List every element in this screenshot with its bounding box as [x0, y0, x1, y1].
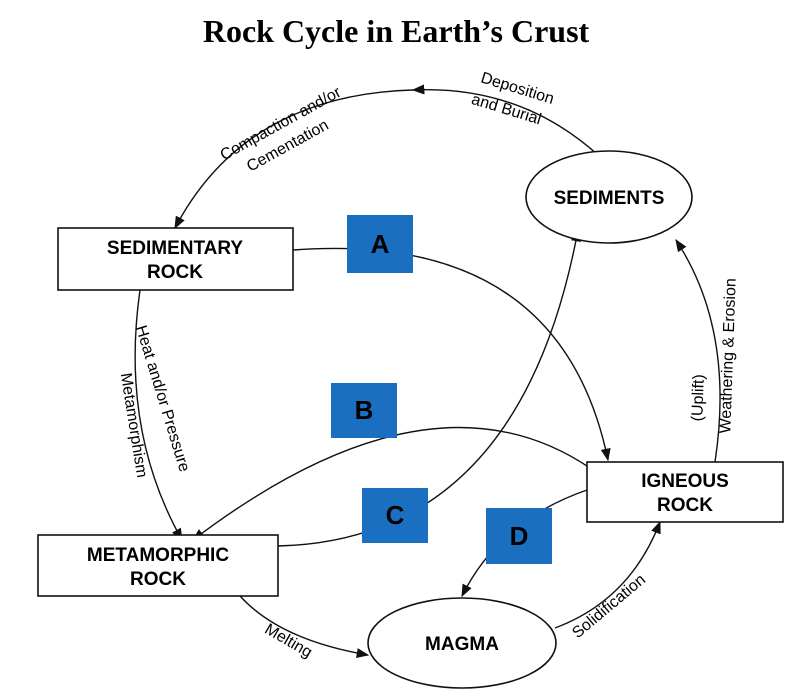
- compaction-arrow: [174, 89, 414, 230]
- igneous-rock-line2: ROCK: [657, 495, 713, 516]
- weathering-label-line1: Weathering & Erosion: [717, 278, 739, 434]
- weathering-label: Weathering & Erosion (Uplift): [689, 278, 740, 434]
- diagram-title: Rock Cycle in Earth’s Crust: [203, 13, 590, 49]
- metamorphic-rock-line2: ROCK: [130, 569, 186, 590]
- igneous-to-metamorphic-arrow: [191, 426, 591, 541]
- weathering-label-line2: (Uplift): [689, 374, 708, 422]
- marker-b-label: B: [355, 395, 374, 425]
- sedimentary-rock-node: SEDIMENTARY ROCK: [57, 227, 294, 291]
- marker-c-label: C: [386, 500, 405, 530]
- marker-a: A: [347, 215, 413, 273]
- sediments-node: SEDIMENTS: [525, 150, 693, 244]
- sedimentary-rock-line2: ROCK: [147, 262, 203, 283]
- marker-b: B: [331, 383, 397, 438]
- igneous-rock-line1: IGNEOUS: [641, 471, 729, 492]
- heat-pressure-label: Heat and/or Pressure Metamorphism: [117, 323, 193, 478]
- melting-arrow: [239, 595, 370, 659]
- metamorphic-rock-node: METAMORPHIC ROCK: [37, 534, 279, 597]
- heat-pressure-label-line2: Metamorphism: [117, 372, 150, 479]
- deposition-arrow: [411, 84, 599, 156]
- sedimentary-rock-line1: SEDIMENTARY: [107, 238, 244, 259]
- melting-label: Melting: [262, 621, 315, 662]
- magma-node: MAGMA: [367, 597, 557, 689]
- weathering-arrow: [675, 238, 721, 463]
- metamorphic-rock-line1: METAMORPHIC: [87, 545, 229, 566]
- marker-d-label: D: [510, 521, 529, 551]
- compaction-label: Compaction and/or Cementation: [218, 84, 345, 176]
- marker-c: C: [362, 488, 428, 543]
- deposition-label: Deposition and Burial: [469, 70, 556, 129]
- solidification-label: Solidification: [569, 571, 649, 642]
- sediments-label: SEDIMENTS: [554, 188, 665, 209]
- marker-d: D: [486, 508, 552, 564]
- marker-a-label: A: [371, 229, 390, 259]
- solidification-arrow: [554, 520, 661, 629]
- metamorphic-to-sediments-arrow: [277, 228, 581, 547]
- metamorphism-arrow: [134, 289, 183, 542]
- magma-label: MAGMA: [425, 634, 499, 655]
- igneous-rock-node: IGNEOUS ROCK: [586, 461, 784, 523]
